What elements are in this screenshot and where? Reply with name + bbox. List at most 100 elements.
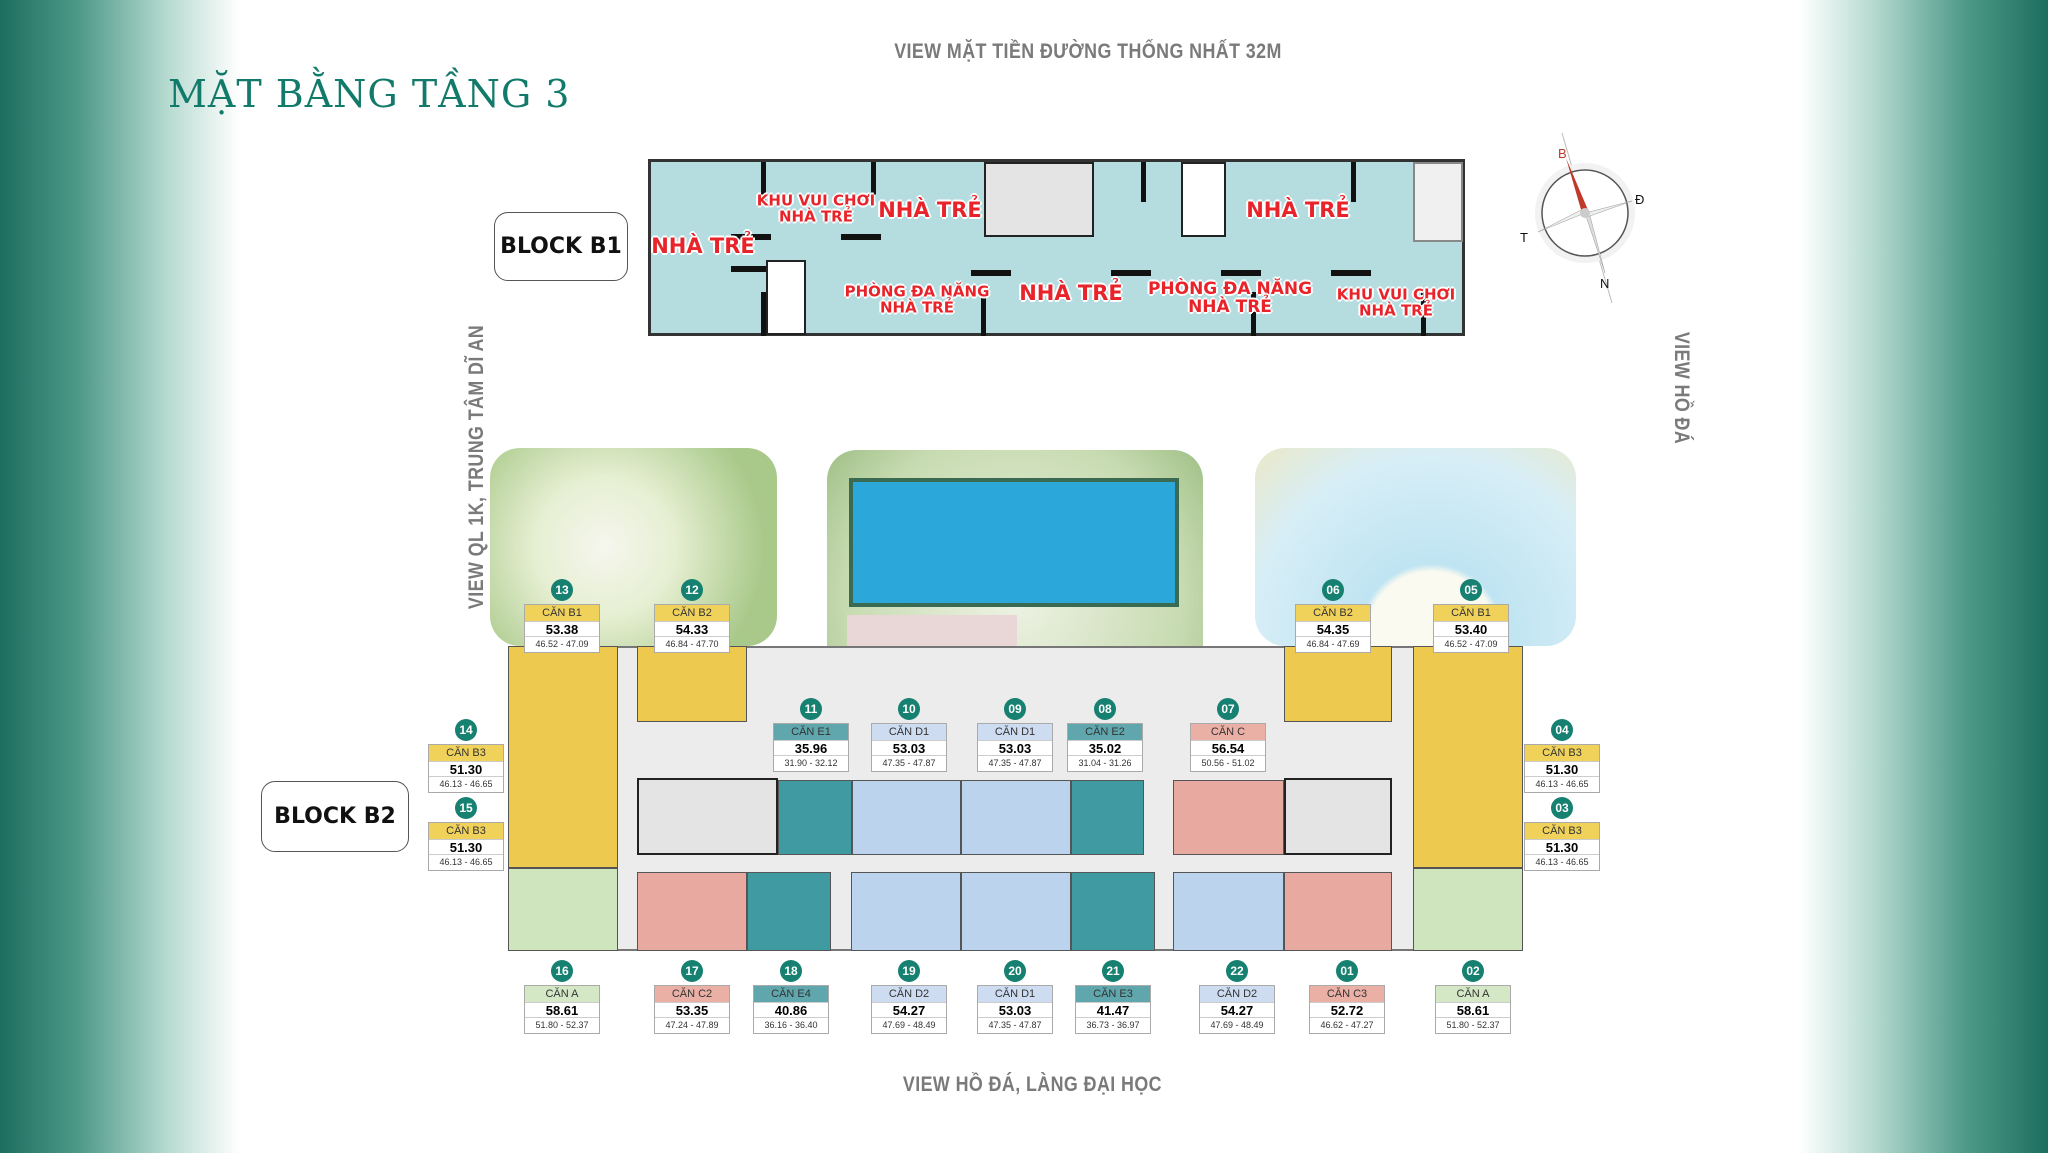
unit-number-badge: 09 [1004, 698, 1026, 720]
wall [731, 234, 771, 240]
unit-type: CĂN D1 [872, 724, 946, 740]
unit-card-21[interactable]: 21 CĂN E3 41.47 36.73 - 36.97 [1075, 960, 1151, 1034]
unit-07[interactable] [1173, 780, 1284, 855]
unit-13-14-15[interactable] [508, 646, 618, 868]
unit-09[interactable] [961, 780, 1071, 855]
unit-19[interactable] [851, 872, 961, 951]
unit-area-range: 47.35 - 47.87 [882, 758, 936, 768]
unit-info: CĂN B3 51.30 46.13 - 46.65 [428, 744, 504, 793]
pool-deck [847, 615, 1017, 650]
view-label-bottom: VIEW HỒ ĐÁ, LÀNG ĐẠI HỌC [902, 1073, 1162, 1096]
wall [1351, 162, 1356, 202]
stair-core [766, 260, 806, 335]
unit-card-19[interactable]: 19 CĂN D2 54.27 47.69 - 48.49 [871, 960, 947, 1034]
wall [1331, 270, 1371, 276]
unit-type: CĂN A [1436, 986, 1510, 1002]
unit-type: CĂN D2 [1200, 986, 1274, 1002]
unit-22[interactable] [1173, 872, 1284, 951]
unit-05-04-03[interactable] [1413, 646, 1523, 868]
unit-type: CĂN A [525, 986, 599, 1002]
unit-info: CĂN A 58.61 51.80 - 52.37 [524, 985, 600, 1034]
unit-type: CĂN E3 [1076, 986, 1150, 1002]
room-label: NHÀ TRẺ [878, 197, 982, 222]
unit-16[interactable] [508, 868, 618, 951]
unit-card-09[interactable]: 09 CĂN D1 53.03 47.35 - 47.87 [977, 698, 1053, 772]
unit-number-badge: 04 [1551, 719, 1573, 741]
wall [1251, 292, 1256, 336]
block-b1-label[interactable]: BLOCK B1 [494, 212, 628, 281]
unit-info: CĂN A 58.61 51.80 - 52.37 [1435, 985, 1511, 1034]
compass-needle [1566, 158, 1588, 213]
unit-type: CĂN C3 [1310, 986, 1384, 1002]
unit-area-range: 31.90 - 32.12 [784, 758, 838, 768]
unit-area: 54.33 [655, 621, 729, 637]
unit-card-01[interactable]: 01 CĂN C3 52.72 46.62 - 47.27 [1309, 960, 1385, 1034]
unit-card-03[interactable]: 03 CĂN B3 51.30 46.13 - 46.65 [1524, 797, 1600, 871]
unit-card-14[interactable]: 14 CĂN B3 51.30 46.13 - 46.65 [428, 719, 504, 793]
unit-number-badge: 21 [1102, 960, 1124, 982]
room-label: NHÀ TRẺ [1019, 280, 1123, 305]
unit-area: 51.30 [1525, 761, 1599, 777]
unit-type: CĂN B1 [1434, 605, 1508, 621]
unit-number-badge: 02 [1462, 960, 1484, 982]
unit-info: CĂN B1 53.40 46.52 - 47.09 [1433, 604, 1509, 653]
wall [761, 292, 766, 336]
unit-card-18[interactable]: 18 CĂN E4 40.86 36.16 - 36.40 [753, 960, 829, 1034]
unit-card-11[interactable]: 11 CĂN E1 35.96 31.90 - 32.12 [773, 698, 849, 772]
unit-info: CĂN E3 41.47 36.73 - 36.97 [1075, 985, 1151, 1034]
stair-core-right [1284, 778, 1392, 855]
unit-card-12[interactable]: 12 CĂN B2 54.33 46.84 - 47.70 [654, 579, 730, 653]
unit-area-range: 46.52 - 47.09 [1444, 639, 1498, 649]
unit-number-badge: 12 [681, 579, 703, 601]
unit-area-range: 46.13 - 46.65 [1535, 779, 1589, 789]
unit-card-05[interactable]: 05 CĂN B1 53.40 46.52 - 47.09 [1433, 579, 1509, 653]
unit-area-range: 46.84 - 47.70 [665, 639, 719, 649]
block-b1-floorplan[interactable] [648, 159, 1465, 336]
view-label-right: VIEW HỒ ĐÁ [1670, 331, 1694, 445]
unit-18[interactable] [747, 872, 831, 951]
compass-north: B [1558, 146, 1567, 161]
unit-11[interactable] [778, 780, 852, 855]
unit-10[interactable] [852, 780, 961, 855]
unit-card-16[interactable]: 16 CĂN A 58.61 51.80 - 52.37 [524, 960, 600, 1034]
wall [971, 270, 1011, 276]
unit-card-22[interactable]: 22 CĂN D2 54.27 47.69 - 48.49 [1199, 960, 1275, 1034]
unit-card-04[interactable]: 04 CĂN B3 51.30 46.13 - 46.65 [1524, 719, 1600, 793]
unit-area-range: 47.35 - 47.87 [988, 758, 1042, 768]
page-title: MẶT BẰNG TẦNG 3 [168, 72, 571, 116]
unit-06[interactable] [1284, 646, 1392, 722]
unit-08[interactable] [1071, 780, 1144, 855]
unit-number-badge: 10 [898, 698, 920, 720]
unit-card-08[interactable]: 08 CĂN E2 35.02 31.04 - 31.26 [1067, 698, 1143, 772]
unit-21[interactable] [1071, 872, 1155, 951]
unit-01[interactable] [1284, 872, 1392, 951]
unit-number-badge: 20 [1004, 960, 1026, 982]
unit-card-10[interactable]: 10 CĂN D1 53.03 47.35 - 47.87 [871, 698, 947, 772]
unit-card-15[interactable]: 15 CĂN B3 51.30 46.13 - 46.65 [428, 797, 504, 871]
unit-area-range: 47.24 - 47.89 [665, 1020, 719, 1030]
unit-info: CĂN D1 53.03 47.35 - 47.87 [977, 985, 1053, 1034]
wall [1421, 292, 1426, 336]
unit-card-13[interactable]: 13 CĂN B1 53.38 46.52 - 47.09 [524, 579, 600, 653]
stair-core [1413, 162, 1463, 242]
unit-area-range: 46.84 - 47.69 [1306, 639, 1360, 649]
unit-02[interactable] [1413, 868, 1523, 951]
unit-12[interactable] [637, 646, 747, 722]
unit-card-02[interactable]: 02 CĂN A 58.61 51.80 - 52.37 [1435, 960, 1511, 1034]
unit-area-range: 31.04 - 31.26 [1078, 758, 1132, 768]
unit-card-06[interactable]: 06 CĂN B2 54.35 46.84 - 47.69 [1295, 579, 1371, 653]
unit-area: 35.02 [1068, 740, 1142, 756]
block-b2-label[interactable]: BLOCK B2 [261, 781, 409, 852]
unit-20[interactable] [961, 872, 1071, 951]
unit-card-07[interactable]: 07 CĂN C 56.54 50.56 - 51.02 [1190, 698, 1266, 772]
unit-number-badge: 17 [681, 960, 703, 982]
compass-icon: B Đ N T [1520, 132, 1644, 303]
unit-card-17[interactable]: 17 CĂN C2 53.35 47.24 - 47.89 [654, 960, 730, 1034]
unit-card-20[interactable]: 20 CĂN D1 53.03 47.35 - 47.87 [977, 960, 1053, 1034]
unit-info: CĂN B3 51.30 46.13 - 46.65 [428, 822, 504, 871]
unit-type: CĂN B3 [1525, 823, 1599, 839]
unit-area-range: 46.62 - 47.27 [1320, 1020, 1374, 1030]
unit-number-badge: 19 [898, 960, 920, 982]
unit-17[interactable] [637, 872, 747, 951]
unit-number-badge: 22 [1226, 960, 1248, 982]
